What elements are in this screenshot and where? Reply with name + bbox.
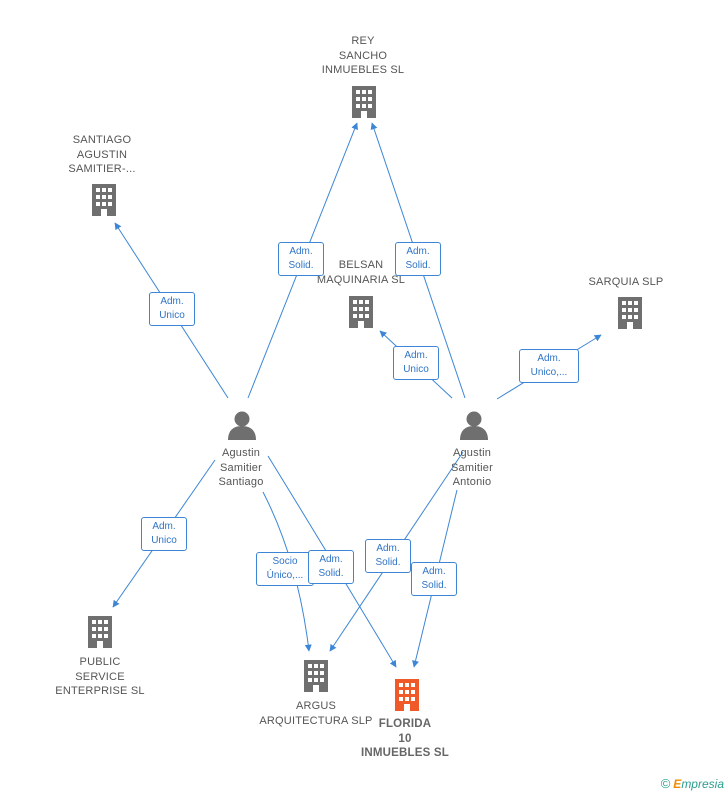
- relation-badge[interactable]: Socio Único,...: [256, 552, 314, 586]
- relation-line: Adm.: [422, 566, 446, 577]
- relation-line: Adm.: [376, 543, 400, 554]
- node-label-line: SERVICE: [75, 670, 125, 683]
- node-label-line: INMUEBLES SL: [321, 64, 405, 76]
- building-icon: [92, 184, 116, 216]
- copyright-symbol: ©: [660, 776, 671, 791]
- building-icon: [618, 297, 642, 329]
- relation-badge[interactable]: Adm. Solid.: [411, 562, 457, 596]
- building-icon: [349, 296, 373, 328]
- brand-initial: E: [673, 777, 682, 791]
- node-label-line: Samitier: [451, 461, 493, 474]
- node-florida[interactable]: FLORIDA 10 INMUEBLES SL: [350, 717, 460, 761]
- building-icon: [88, 616, 112, 648]
- node-label-line: ARQUITECTURA SLP: [259, 714, 373, 727]
- node-label-line: 10: [398, 732, 412, 745]
- relation-line: Adm.: [289, 246, 313, 257]
- relation-badge[interactable]: Adm. Solid.: [395, 242, 441, 276]
- relation-line: Solid.: [318, 568, 344, 579]
- relation-line: Adm.: [406, 246, 430, 257]
- relation-line: Adm.: [152, 521, 176, 532]
- node-label-line: ENTERPRISE SL: [55, 685, 145, 697]
- node-label-line: Samitier: [220, 461, 262, 474]
- node-label-line: SARQUIA SLP: [588, 276, 664, 288]
- node-label-line: Agustin: [452, 447, 492, 459]
- node-label-line: Antonio: [452, 476, 492, 488]
- node-belsan[interactable]: BELSAN MAQUINARIA SL: [306, 258, 416, 287]
- relation-line: Unico: [151, 535, 177, 546]
- node-label-line: PUBLIC: [79, 656, 121, 668]
- node-label-line: AGUSTIN: [76, 148, 128, 161]
- relation-line: Adm.: [404, 350, 428, 361]
- relation-badge[interactable]: Adm. Unico,...: [519, 349, 579, 383]
- relation-badge[interactable]: Adm. Unico: [141, 517, 187, 551]
- node-agustin-antonio[interactable]: Agustin Samitier Antonio: [422, 446, 522, 490]
- node-sarquia[interactable]: SARQUIA SLP: [576, 275, 676, 290]
- relation-line: Unico: [403, 364, 429, 375]
- node-rey-sancho[interactable]: REY SANCHO INMUEBLES SL: [313, 34, 413, 78]
- relation-line: Solid.: [421, 580, 447, 591]
- node-label-line: SANCHO: [338, 49, 388, 62]
- building-icon: [352, 86, 376, 118]
- node-label-line: MAQUINARIA SL: [316, 273, 406, 286]
- relation-line: Unico,...: [530, 367, 568, 378]
- node-agustin-santiago[interactable]: Agustin Samitier Santiago: [191, 446, 291, 490]
- node-label-line: REY: [351, 35, 375, 47]
- relation-line: Adm.: [160, 296, 184, 307]
- person-icon: [228, 411, 256, 440]
- node-public-service[interactable]: PUBLIC SERVICE ENTERPRISE SL: [40, 655, 160, 699]
- node-label-line: INMUEBLES SL: [360, 747, 449, 759]
- relation-line: Único,...: [266, 570, 304, 581]
- node-label-line: SAMITIER-...: [68, 163, 136, 175]
- relation-line: Socio: [272, 556, 298, 567]
- building-icon: [304, 660, 328, 692]
- relation-line: Solid.: [405, 260, 431, 271]
- node-label-line: FLORIDA: [378, 718, 432, 730]
- person-icon: [460, 411, 488, 440]
- brand-logo[interactable]: ©Empresia: [661, 776, 724, 791]
- relation-line: Adm.: [537, 353, 561, 364]
- building-icon: [395, 679, 419, 711]
- node-argus[interactable]: ARGUS ARQUITECTURA SLP: [256, 699, 376, 728]
- relation-line: Solid.: [375, 557, 401, 568]
- node-santiago-samitier[interactable]: SANTIAGO AGUSTIN SAMITIER-...: [52, 133, 152, 177]
- node-label-line: Santiago: [218, 476, 264, 488]
- relation-badge[interactable]: Adm. Solid.: [308, 550, 354, 584]
- relation-line: Solid.: [288, 260, 314, 271]
- relation-badge[interactable]: Adm. Unico: [393, 346, 439, 380]
- relation-badge[interactable]: Adm. Solid.: [278, 242, 324, 276]
- node-label-line: SANTIAGO: [72, 134, 132, 146]
- relation-line: Unico: [159, 310, 185, 321]
- node-label-line: ARGUS: [295, 700, 337, 712]
- relation-badge[interactable]: Adm. Unico: [149, 292, 195, 326]
- brand-name: mpresia: [681, 777, 724, 791]
- node-label-line: BELSAN: [338, 259, 384, 271]
- relation-badge[interactable]: Adm. Solid.: [365, 539, 411, 573]
- node-label-line: Agustin: [221, 447, 261, 459]
- relation-line: Adm.: [319, 554, 343, 565]
